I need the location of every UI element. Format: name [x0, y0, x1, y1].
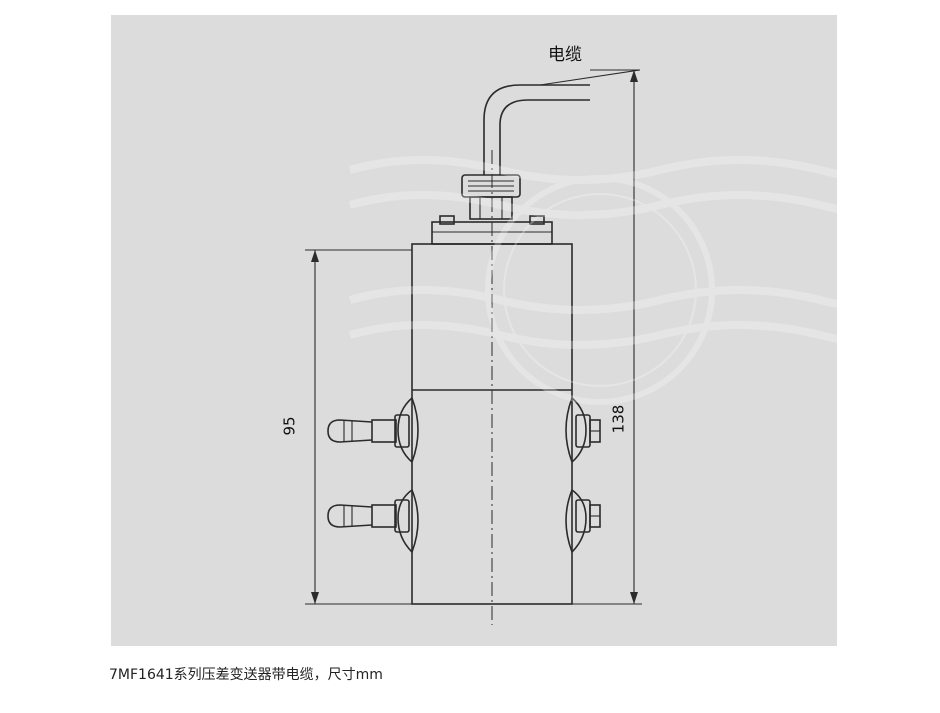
left-process-connection-upper [327, 397, 419, 463]
right-vent-plug-upper [565, 397, 601, 463]
watermark-stamp [348, 156, 940, 405]
figure-caption: 7MF1641系列压差变送器带电缆，尺寸mm [109, 667, 383, 683]
cable-gland [461, 174, 521, 220]
dimension-95-label: 95 [280, 416, 299, 436]
left-process-connection-lower [327, 489, 419, 553]
dimension-138 [572, 70, 642, 605]
cable-label: 电缆 [548, 45, 582, 65]
right-vent-plug-lower [565, 489, 601, 553]
drawing-panel [111, 15, 837, 646]
cable [483, 69, 641, 175]
dimension-138-label: 138 [609, 404, 628, 434]
dimension-95 [305, 249, 412, 605]
